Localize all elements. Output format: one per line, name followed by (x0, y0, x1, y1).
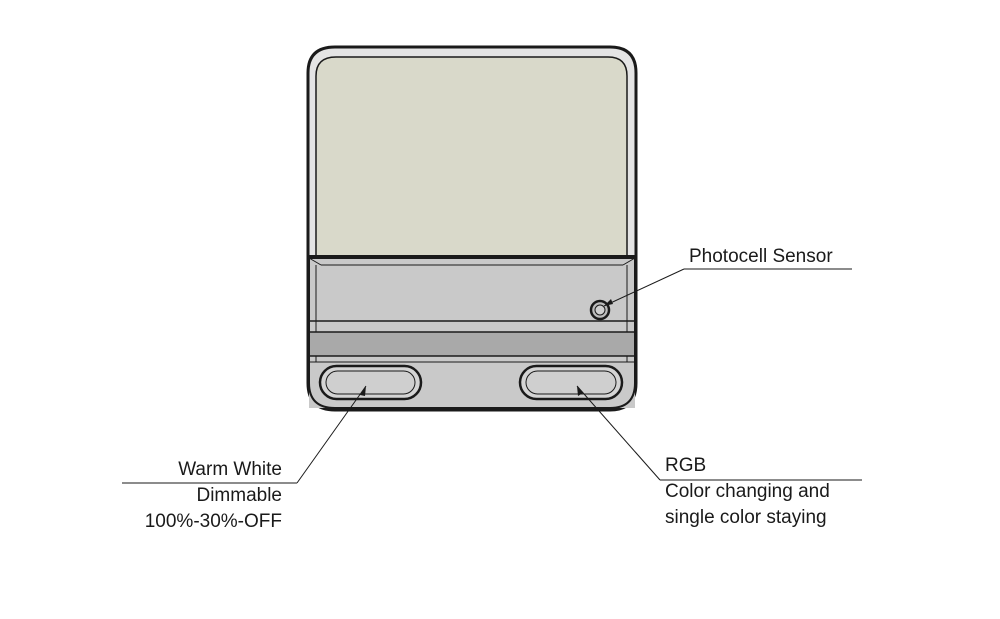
top-panel-face (315, 56, 628, 257)
warm-white-leader (296, 385, 367, 484)
photocell-sensor-label: Photocell Sensor (689, 244, 833, 270)
rgb-arrowhead (577, 386, 583, 396)
dark-band (310, 332, 634, 356)
rgb-leader (576, 385, 661, 481)
warm-white-label-line2: Dimmable (196, 485, 282, 506)
photocell-label-text: Photocell Sensor (689, 246, 833, 267)
photocell-arrowhead (604, 299, 613, 306)
housing-bevel-left (308, 257, 322, 266)
rgb-button-inner (525, 370, 617, 395)
rgb-label-line3: single color staying (665, 507, 827, 528)
warm-white-label: Warm White Dimmable 100%-30%-OFF (110, 457, 282, 535)
rgb-label-line2: Color changing and (665, 481, 830, 502)
warm-white-button-inner (325, 370, 416, 395)
lower-housing-outline (308, 255, 636, 409)
photocell-sensor-inner (594, 304, 606, 316)
rgb-label-line1: RGB (665, 455, 707, 476)
warm-white-arrowhead (360, 386, 366, 396)
warm-white-label-line1: Warm White (178, 459, 282, 480)
housing-bevel-right (622, 257, 636, 266)
photocell-leader (603, 268, 685, 307)
warm-white-label-line3: 100%-30%-OFF (144, 511, 282, 532)
rgb-label: RGB Color changing and single color stay… (665, 453, 830, 531)
